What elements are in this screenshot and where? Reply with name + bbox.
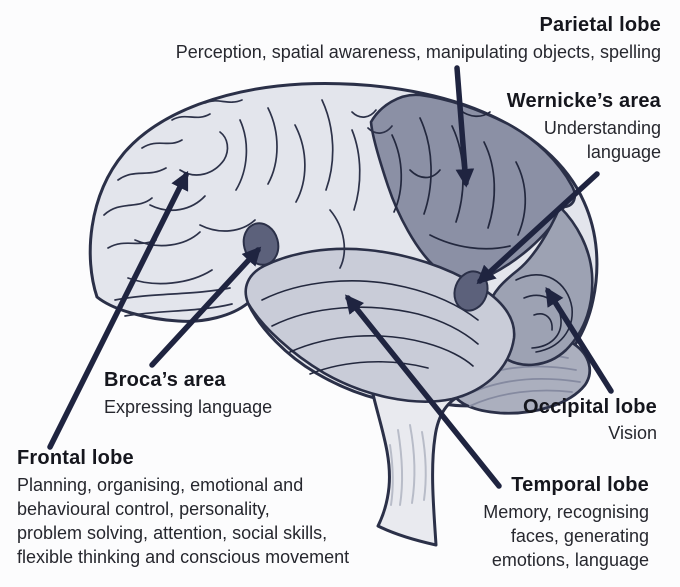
wernicke-area-description-line-2: language: [586, 142, 661, 162]
frontal-lobe-title: Frontal lobe: [17, 447, 134, 469]
frontal-lobe-description-line-3: problem solving, attention, social skill…: [17, 523, 328, 543]
wernicke-area-title: Wernicke’s area: [506, 90, 661, 112]
temporal-lobe-arrow: [345, 294, 502, 489]
label-wernicke-area: Wernicke’s area Understanding language: [507, 89, 661, 164]
frontal-lobe-description-line-4: flexible thinking and conscious movement: [17, 547, 350, 567]
wernicke-area-arrow: [476, 171, 600, 285]
temporal-lobe-description-line-1: Memory, recognising: [483, 502, 649, 522]
label-temporal-lobe: Temporal lobe Memory, recognising faces,…: [483, 473, 649, 572]
brainstem-region: [370, 386, 466, 547]
label-parietal-lobe: Parietal lobe Perception, spatial awaren…: [176, 13, 661, 65]
temporal-lobe-description-line-3: emotions, language: [491, 550, 649, 570]
label-frontal-lobe: Frontal lobe Planning, organising, emoti…: [17, 446, 349, 569]
frontal-lobe-description-line-2: behavioural control, personality,: [17, 499, 270, 519]
label-broca-area: Broca’s area Expressing language: [104, 368, 272, 420]
temporal-lobe-description-line-2: faces, generating: [510, 526, 649, 546]
occipital-lobe-title: Occipital lobe: [523, 396, 657, 418]
frontal-lobe-description-line-1: Planning, organising, emotional and: [17, 475, 304, 495]
brainstem-striations: [389, 424, 427, 506]
broca-area-description: Expressing language: [104, 397, 273, 417]
broca-area-title: Broca’s area: [104, 369, 226, 391]
frontal-gyri-lines: [103, 99, 393, 317]
occipital-lobe-description: Vision: [608, 423, 657, 443]
wernicke-area-description-line-1: Understanding: [543, 118, 661, 138]
annotation-arrows: [47, 65, 614, 489]
broca-area-arrow: [149, 246, 262, 368]
parietal-lobe-description: Perception, spatial awareness, manipulat…: [175, 42, 661, 62]
parietal-lobe-title: Parietal lobe: [539, 14, 661, 36]
temporal-gyri-lines: [261, 280, 479, 375]
temporal-lobe-region: [244, 247, 516, 403]
occipital-lobe-arrow: [545, 287, 614, 394]
parietal-lobe-arrow: [454, 65, 475, 188]
frontal-lobe-arrow: [47, 170, 189, 450]
label-occipital-lobe: Occipital lobe Vision: [523, 395, 657, 446]
temporal-lobe-title: Temporal lobe: [511, 474, 649, 496]
occipital-gyri-lines: [515, 274, 573, 353]
